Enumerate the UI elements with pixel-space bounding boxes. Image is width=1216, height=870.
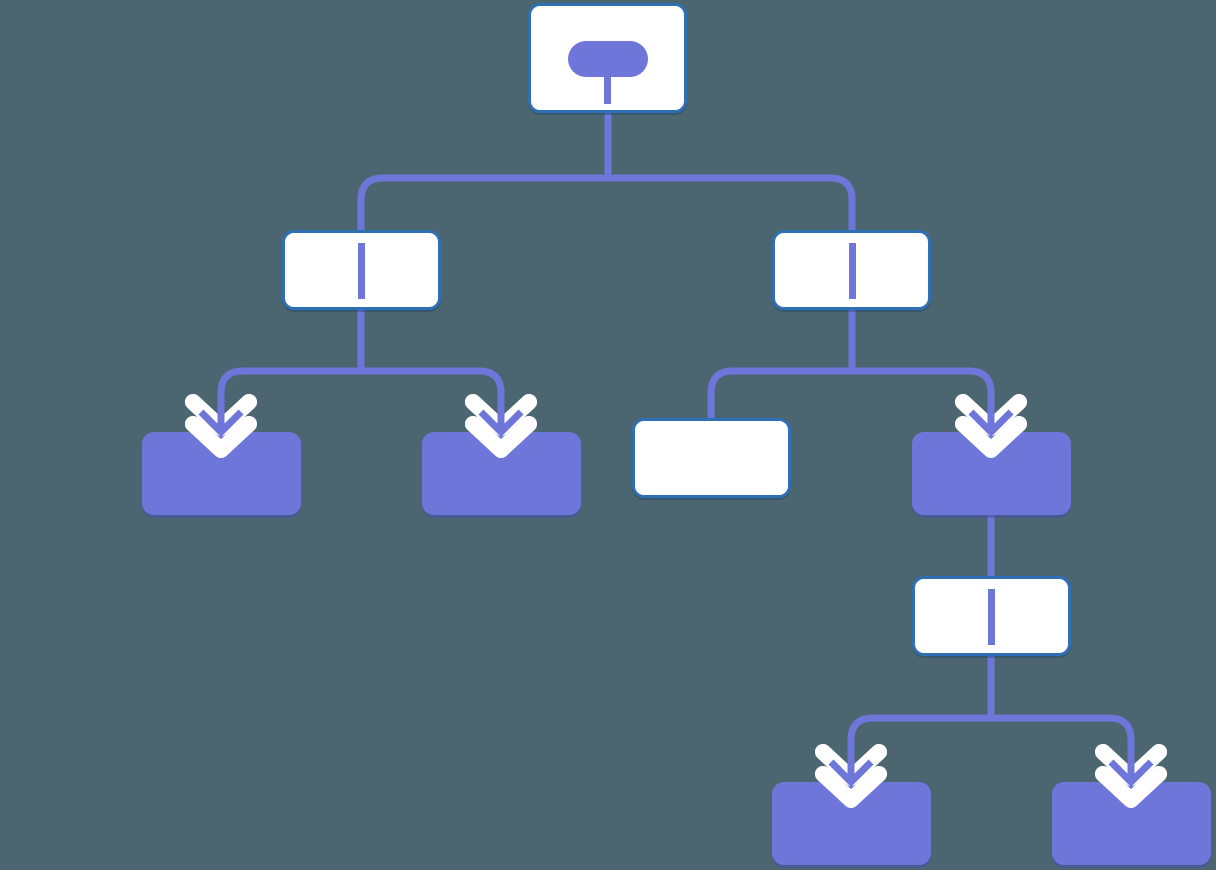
node-leaf-bottom-a[interactable] bbox=[772, 782, 931, 865]
passthrough-line-overlay bbox=[988, 589, 995, 645]
edges-group bbox=[217, 59, 1135, 782]
node-label bbox=[635, 421, 788, 495]
node-label bbox=[914, 434, 1069, 513]
root-pill-stem-overlay bbox=[604, 70, 611, 104]
node-level2-right-b[interactable] bbox=[912, 432, 1071, 515]
node-leaf-bottom-b[interactable] bbox=[1052, 782, 1211, 865]
node-level2-right-a[interactable] bbox=[632, 418, 791, 498]
node-label bbox=[424, 434, 579, 513]
node-label bbox=[144, 434, 299, 513]
node-passthrough-lines bbox=[357, 70, 995, 645]
passthrough-line-overlay bbox=[358, 243, 365, 299]
passthrough-line-overlay bbox=[849, 243, 856, 299]
edge-root-to-n-l1 bbox=[357, 59, 612, 234]
edge-root-to-n-r1 bbox=[604, 113, 856, 234]
node-label bbox=[774, 784, 929, 863]
node-leaf-left-a[interactable] bbox=[142, 432, 301, 515]
node-label bbox=[1054, 784, 1209, 863]
edge-n-r1-to-n-r1-a bbox=[707, 234, 856, 420]
node-leaf-left-b[interactable] bbox=[422, 432, 581, 515]
edge-n-r2-to-n-r3-a bbox=[847, 580, 995, 782]
edge-n-r2-to-n-r3-b bbox=[987, 652, 1135, 782]
